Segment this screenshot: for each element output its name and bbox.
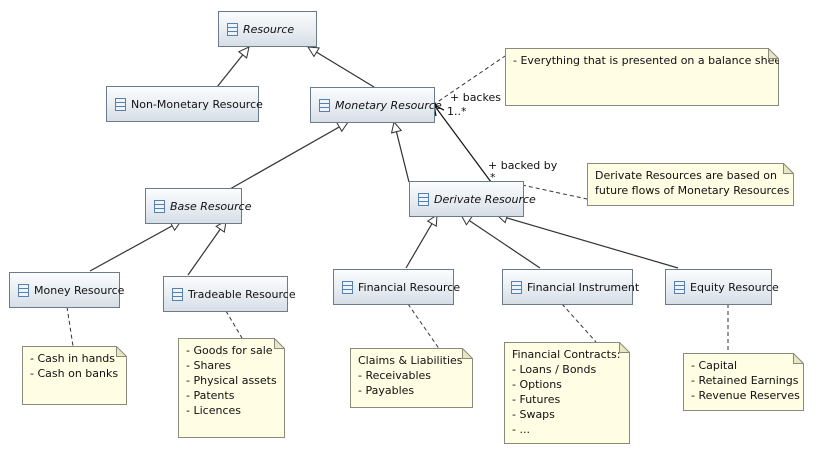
generalization-derivate-monetary <box>394 122 410 183</box>
note-financial-resource[interactable]: Claims & Liabilities - Receivables - Pay… <box>350 348 473 408</box>
note-tradeable[interactable]: - Goods for sale - Shares - Physical ass… <box>178 338 285 438</box>
class-financial-resource[interactable]: Financial Resource <box>333 269 460 305</box>
generalization-money-base <box>89 221 181 272</box>
association-multiplicity-backed-by: * <box>490 171 496 184</box>
class-derivate-resource[interactable]: Derivate Resource <box>409 181 536 217</box>
class-name: Non-Monetary Resource <box>131 97 263 111</box>
class-non-monetary-resource[interactable]: Non-Monetary Resource <box>106 86 263 122</box>
generalization-financialinstrument-derivate <box>461 215 541 269</box>
note-fold-icon <box>768 48 779 59</box>
class-icon <box>154 199 165 213</box>
class-equity-resource[interactable]: Equity Resource <box>665 269 779 305</box>
note-financial-instrument[interactable]: Financial Contracts: - Loans / Bonds - O… <box>504 342 630 444</box>
generalization-nonmonetary-resource <box>216 47 249 88</box>
class-tradeable-resource[interactable]: Tradeable Resource <box>163 276 296 312</box>
note-link-financial-instrument <box>561 303 597 343</box>
association-multiplicity-backes: 1..* <box>447 105 467 118</box>
generalization-financialresource-derivate <box>405 215 437 269</box>
class-icon <box>342 280 353 294</box>
class-icon <box>227 22 238 36</box>
generalization-equity-derivate <box>497 215 679 269</box>
association-role-backes: + backes <box>450 91 501 104</box>
class-icon <box>18 283 29 297</box>
class-icon <box>319 98 330 112</box>
class-base-resource[interactable]: Base Resource <box>145 188 251 224</box>
class-name: Monetary Resource <box>335 98 442 112</box>
note-link-money <box>66 306 74 347</box>
class-name: Tradeable Resource <box>188 287 296 301</box>
note-fold-icon <box>274 338 285 349</box>
note-link-financial-resource <box>407 303 441 351</box>
association-backes <box>434 105 492 183</box>
association-role-backed-by: + backed by <box>488 159 558 172</box>
note-fold-icon <box>783 163 794 174</box>
class-icon <box>511 280 522 294</box>
generalization-monetary-resource <box>308 47 375 88</box>
class-name: Money Resource <box>34 283 125 297</box>
class-icon <box>172 287 183 301</box>
class-money-resource[interactable]: Money Resource <box>9 272 124 308</box>
generalization-base-monetary <box>229 122 348 190</box>
class-name: Financial Resource <box>358 280 461 294</box>
note-fold-icon <box>462 348 473 359</box>
class-icon <box>115 97 126 111</box>
note-fold-icon <box>116 346 127 357</box>
class-financial-instrument[interactable]: Financial Instrument <box>502 269 639 305</box>
class-name: Equity Resource <box>690 280 779 294</box>
note-derivate[interactable]: Derivate Resources are based on future f… <box>587 163 794 206</box>
class-icon <box>418 192 429 206</box>
class-monetary-resource[interactable]: Monetary Resource <box>310 87 442 123</box>
note-money[interactable]: - Cash in hands - Cash on banks <box>22 346 127 405</box>
class-resource[interactable]: Resource <box>218 11 317 47</box>
note-link-balance-sheet <box>432 55 506 106</box>
class-name: Derivate Resource <box>434 192 536 206</box>
note-equity[interactable]: - Capital - Retained Earnings - Revenue … <box>683 353 804 411</box>
note-fold-icon <box>793 353 804 364</box>
note-link-tradeable <box>225 310 243 339</box>
class-name: Resource <box>243 22 295 36</box>
note-fold-icon <box>619 342 630 353</box>
note-balance-sheet[interactable]: - Everything that is presented on a bala… <box>505 48 779 106</box>
class-icon <box>674 280 685 294</box>
class-name: Financial Instrument <box>527 280 640 294</box>
generalization-tradeable-base <box>187 221 226 276</box>
class-name: Base Resource <box>170 199 252 213</box>
